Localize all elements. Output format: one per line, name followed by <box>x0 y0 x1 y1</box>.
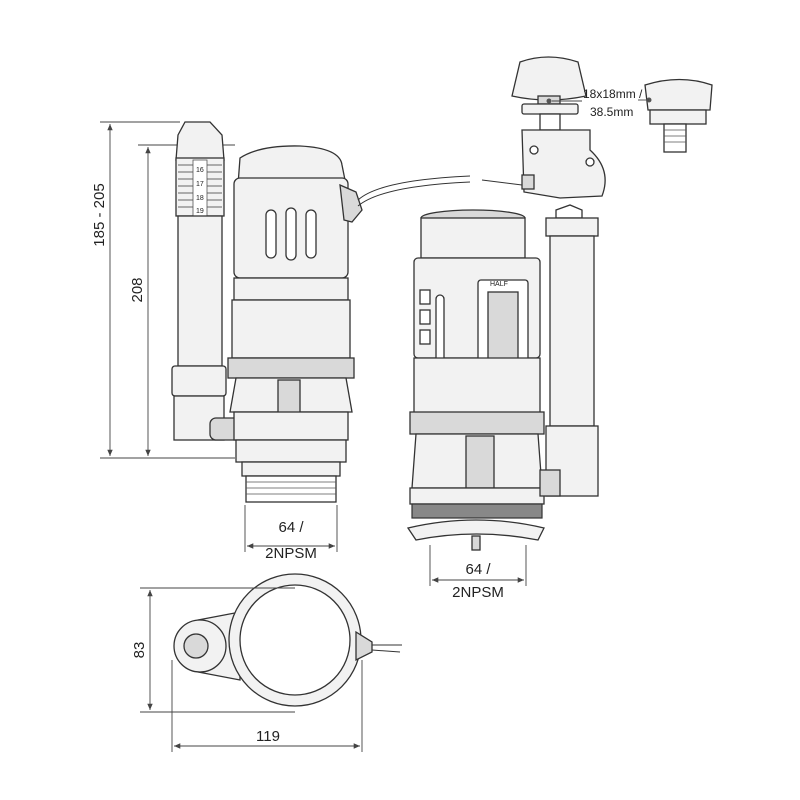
right-flush-valve: HALF <box>406 209 545 551</box>
push-button-assembly: 18x18mm / 38.5mm <box>511 56 713 199</box>
right-thread-type: 2NPSM <box>452 584 504 601</box>
left-flush-valve <box>227 145 363 503</box>
height-range-label: 185 - 205 <box>91 183 108 246</box>
plan-dimensions: 83 119 <box>131 587 363 752</box>
scale-19: 19 <box>196 208 204 215</box>
plan-view <box>173 573 402 707</box>
right-overflow-tube <box>539 204 599 497</box>
right-thread-size: 64 / <box>465 561 491 578</box>
height-dimension: 185 - 205 208 <box>91 121 235 459</box>
left-thread-dimension: 64 / 2NPSM <box>244 505 338 562</box>
scale-18: 18 <box>196 195 204 202</box>
plan-width-label: 119 <box>256 728 280 745</box>
overflow-height-label: 208 <box>129 277 146 302</box>
left-thread-type: 2NPSM <box>265 545 317 562</box>
plan-depth-label: 83 <box>131 642 148 659</box>
scale-16: 16 <box>196 167 204 174</box>
half-label: HALF <box>490 281 508 288</box>
scale-17: 17 <box>196 181 204 188</box>
button-size: 18x18mm / <box>583 87 643 101</box>
cable <box>357 175 471 201</box>
right-thread-dimension: 64 / 2NPSM <box>429 545 527 601</box>
button-diameter: 38.5mm <box>590 105 633 119</box>
left-overflow-tube: 16 17 18 19 <box>171 121 251 441</box>
left-thread-size: 64 / <box>278 519 304 536</box>
